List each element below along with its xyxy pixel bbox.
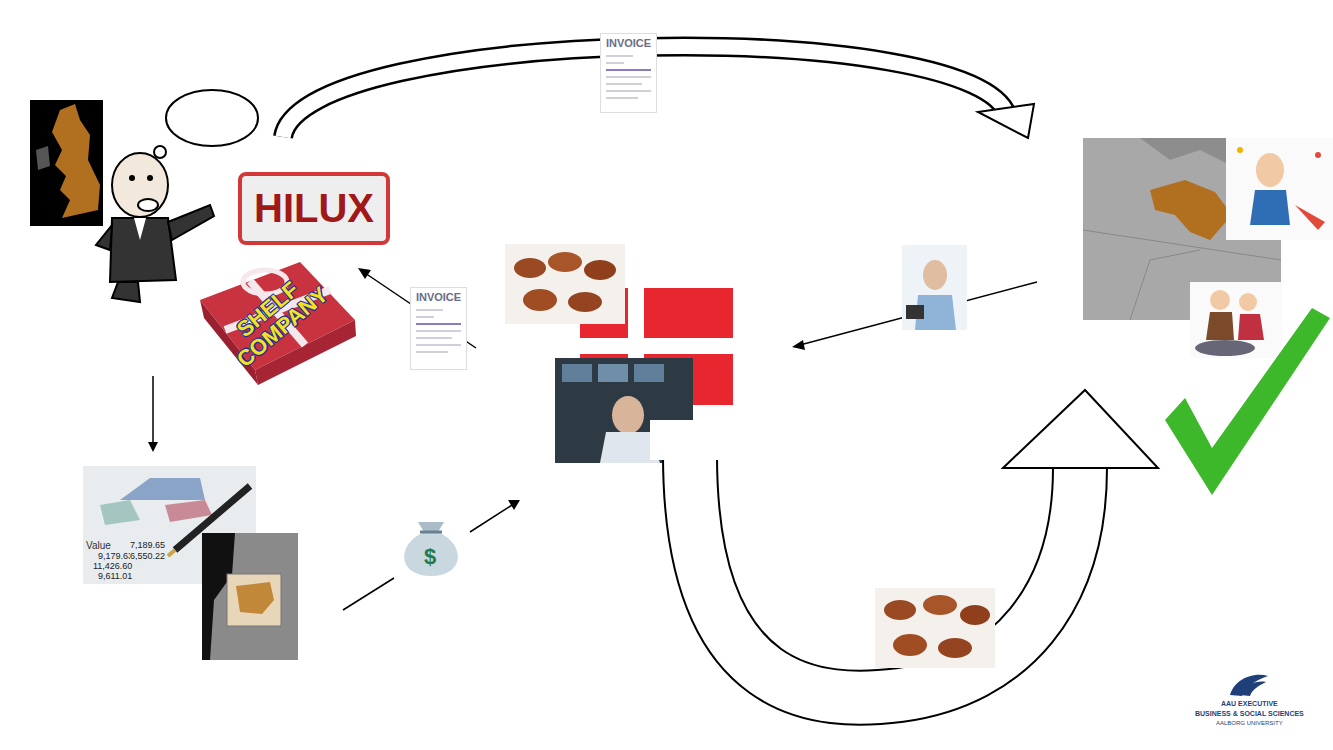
- thought-bubble: [166, 90, 258, 146]
- arrow-head: [148, 442, 158, 452]
- dollar-sign: $: [424, 544, 436, 570]
- invoice-line: [606, 69, 651, 71]
- aau-logo: [1230, 675, 1268, 696]
- invoice-line: [416, 337, 452, 339]
- invoice-line: [416, 316, 434, 318]
- arrow-head: [792, 340, 805, 350]
- invoice-lines: [606, 55, 651, 99]
- node-text: INVOICE: [601, 37, 656, 49]
- rich-couple-cartoon: [1190, 282, 1282, 358]
- invoice-document: INVOICE: [600, 33, 657, 113]
- check-mark: [1165, 308, 1330, 495]
- ireland-shape: [36, 146, 50, 170]
- table-cell: 9,611.01: [98, 571, 132, 581]
- logo-text: AALBORG UNIVERSITY: [1216, 720, 1283, 726]
- flow-line: [152, 376, 154, 444]
- invoice-line: [606, 83, 642, 85]
- logo-text: BUSINESS & SOCIAL SCIENCES: [1195, 710, 1304, 717]
- arrow-mask: [650, 420, 730, 460]
- chicken-photo: [505, 244, 625, 324]
- money-bag: [404, 522, 458, 576]
- invoice-line: [606, 55, 633, 57]
- flow-arrow: [690, 455, 1080, 698]
- invoice-line: [416, 309, 443, 311]
- estonia-map: [202, 533, 298, 660]
- node-text: SHELF COMPANY: [203, 252, 348, 384]
- arrow-head: [508, 500, 520, 510]
- logo-text: AAU EXECUTIVE: [1221, 700, 1278, 707]
- uk-shape: [52, 104, 100, 218]
- celebration-cartoon: [1226, 138, 1333, 240]
- uk-map: [30, 100, 103, 226]
- invoice-line: [606, 76, 651, 78]
- table-cell: 9,179.63: [98, 551, 133, 561]
- invoice-line: [606, 62, 624, 64]
- node-text: INVOICE: [411, 291, 466, 303]
- table-cell: 11,426.60: [93, 561, 132, 571]
- table-header: Value: [86, 540, 111, 551]
- phone-man-photo: [902, 245, 967, 330]
- hilux-sign: HILUX: [238, 172, 390, 245]
- invoice-line: [606, 90, 651, 92]
- table-cell: 6,550.22: [130, 551, 165, 561]
- thought-dot: [154, 146, 166, 158]
- gift-box: [187, 248, 363, 388]
- arrow-head: [358, 268, 371, 279]
- invoice-lines: [416, 309, 461, 353]
- invoice-line: [416, 323, 461, 325]
- table-cell: 7,189.65: [130, 540, 165, 550]
- chicken-photo: [875, 588, 995, 668]
- flow-line: [343, 578, 394, 610]
- invoice-line: [606, 97, 638, 99]
- invoice-line: [416, 344, 461, 346]
- invoice-document: INVOICE: [410, 287, 467, 370]
- flow-line: [470, 505, 512, 532]
- invoice-line: [416, 330, 461, 332]
- arrow-head: [1003, 390, 1158, 468]
- flow-arrow-fill: [690, 455, 1080, 698]
- invoice-line: [416, 351, 448, 353]
- arrow-head: [978, 104, 1034, 138]
- node-text: HILUX: [254, 186, 374, 231]
- shelf-company-box: SHELF COMPANY: [187, 248, 363, 388]
